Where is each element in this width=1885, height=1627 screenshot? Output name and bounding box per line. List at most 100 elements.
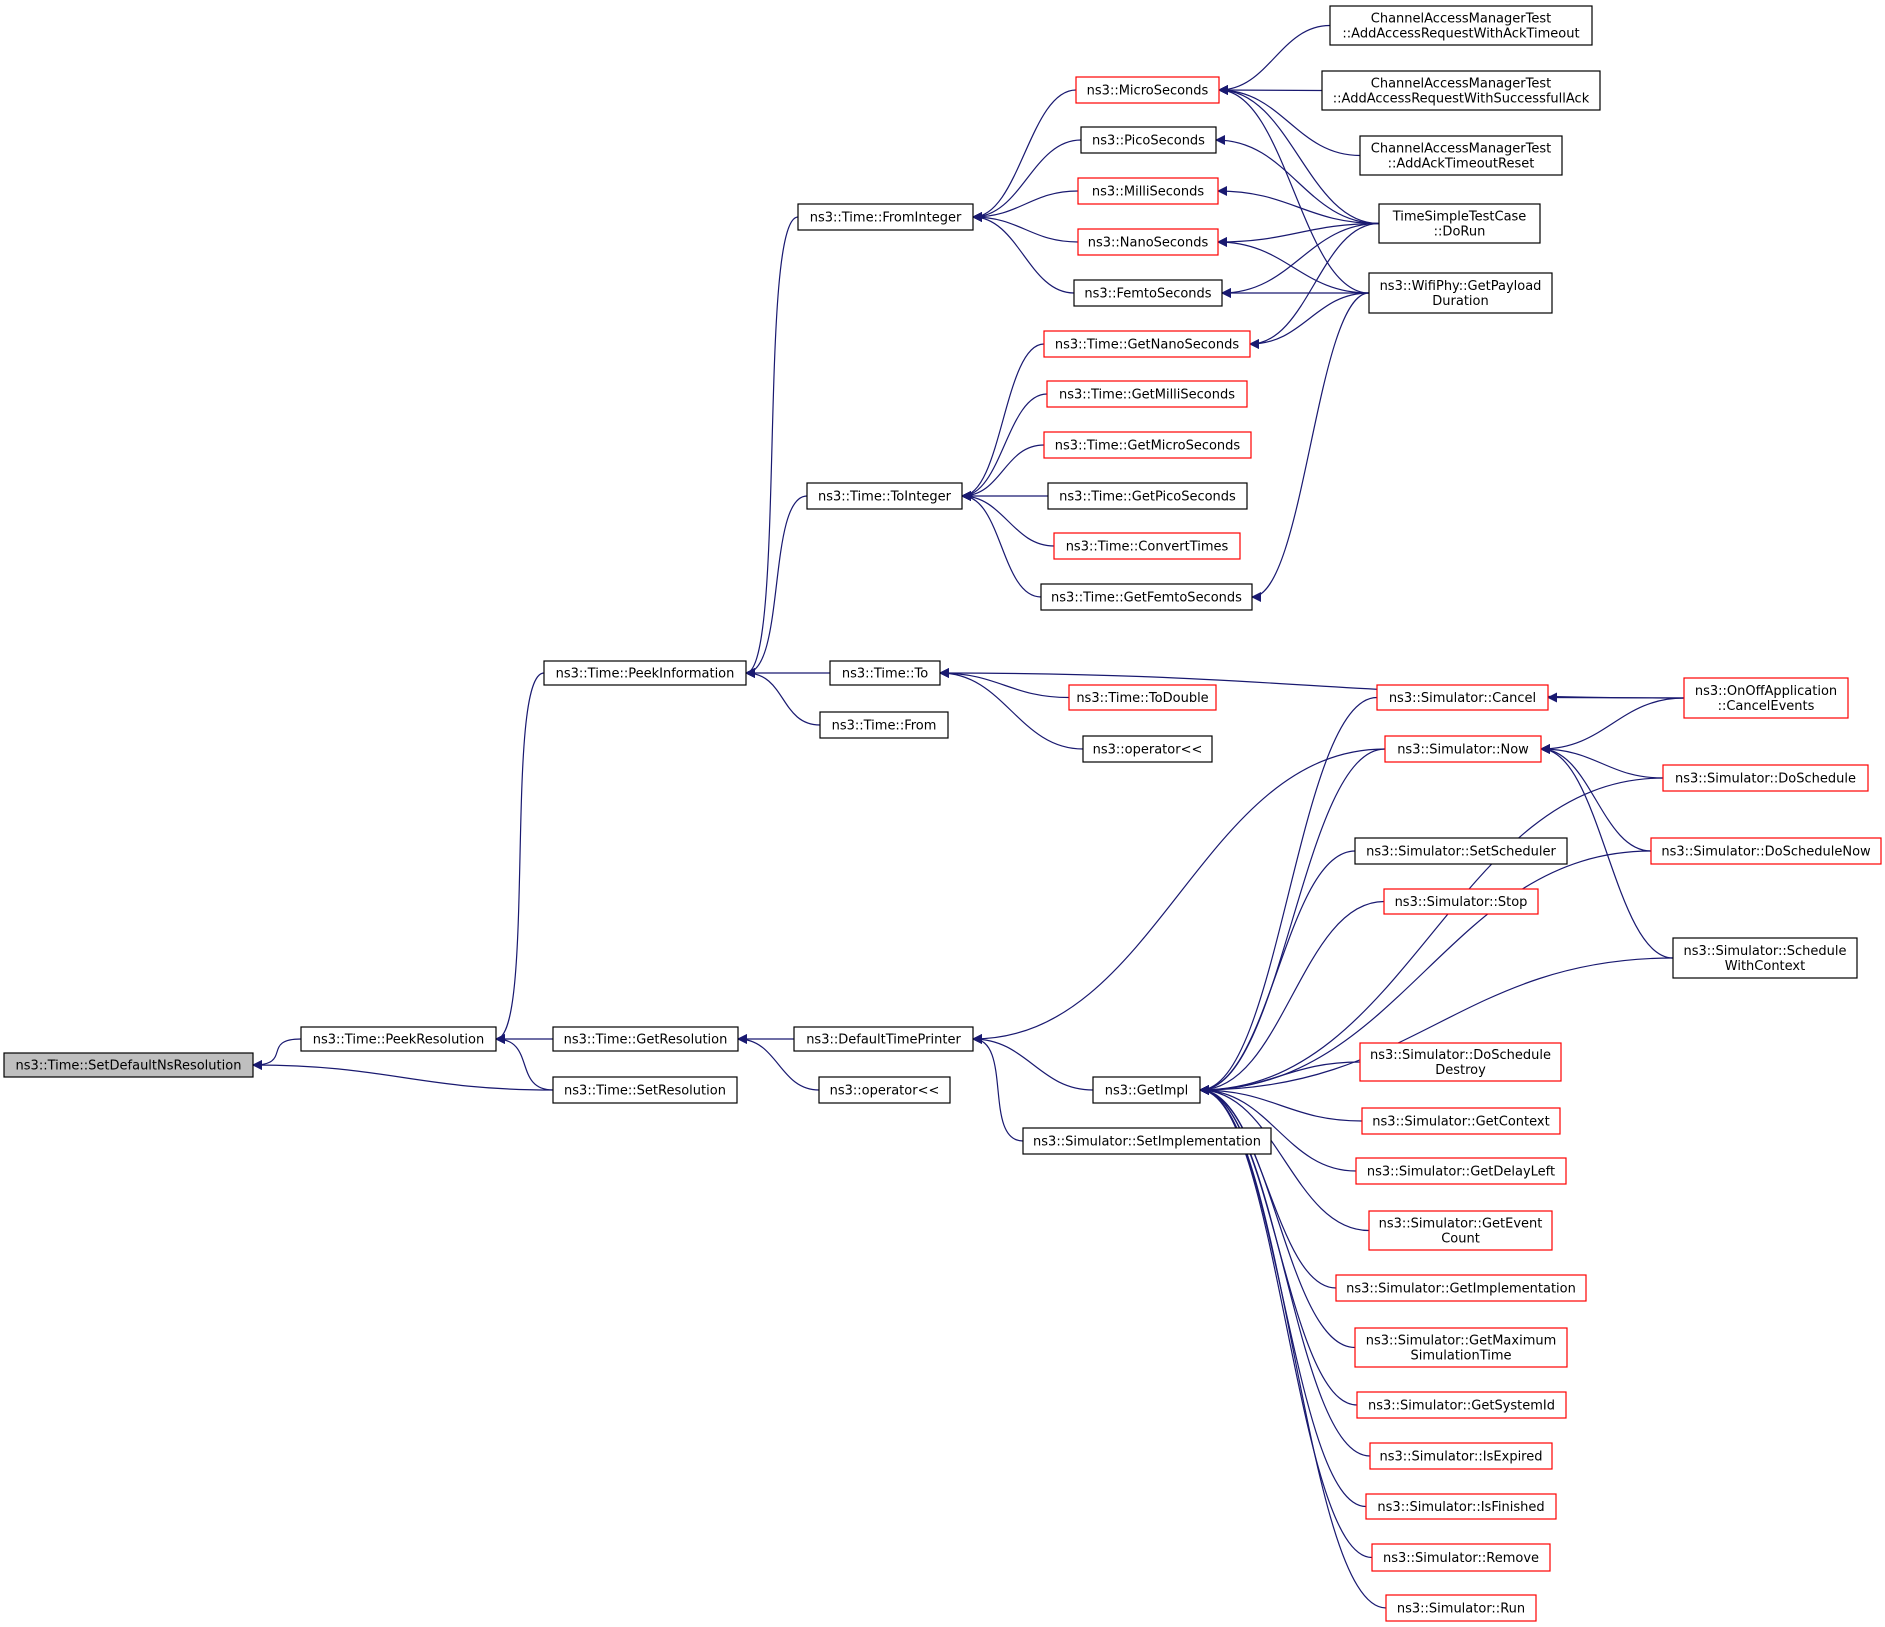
node-getimpl[interactable]: ns3::GetImpl [1092,1076,1201,1104]
edge-getimpl-to-doschedule [1199,777,1664,1095]
node-camt3[interactable]: ChannelAccessManagerTest::AddAckTimeoutR… [1359,135,1563,176]
edge-getimpl-to-geteventcount [1199,1085,1370,1232]
node-box [1335,1274,1587,1302]
node-label: ::CancelEvents [1718,699,1815,714]
node-getdelayleft[interactable]: ns3::Simulator::GetDelayLeft [1355,1157,1567,1185]
node-label: ns3::Simulator::SetImplementation [1033,1135,1261,1150]
node-micros[interactable]: ns3::MicroSeconds [1075,76,1220,104]
node-deftp[interactable]: ns3::DefaultTimePrinter [793,1026,974,1052]
node-box [1356,1391,1567,1419]
node-millis[interactable]: ns3::MilliSeconds [1077,177,1219,205]
node-getres[interactable]: ns3::Time::GetResolution [552,1026,739,1052]
node-todouble[interactable]: ns3::Time::ToDouble [1068,684,1217,711]
node-setscheduler[interactable]: ns3::Simulator::SetScheduler [1354,837,1568,865]
node-getnanos[interactable]: ns3::Time::GetNanoSeconds [1043,330,1251,358]
node-label: ns3::Simulator::GetContext [1372,1115,1549,1130]
node-label: ns3::Time::To [842,667,928,682]
node-label: ns3::Simulator::GetSystemId [1368,1399,1555,1414]
edge-fromint-to-femtos [972,212,1075,294]
node-doschedulenow[interactable]: ns3::Simulator::DoScheduleNow [1650,837,1882,865]
node-box [1355,1157,1567,1185]
edge-getimpl-to-setscheduler [1199,850,1356,1095]
node-convtimes[interactable]: ns3::Time::ConvertTimes [1053,532,1241,560]
node-stop[interactable]: ns3::Simulator::Stop [1383,888,1539,915]
node-label: ChannelAccessManagerTest [1371,12,1551,27]
node-box [1068,684,1217,711]
node-box [793,1026,974,1052]
node-label: ns3::WifiPhy::GetPayload [1380,279,1542,294]
edge-deftp-to-setimplementation [972,1034,1024,1142]
node-now[interactable]: ns3::Simulator::Now [1384,735,1542,763]
node-getmicros[interactable]: ns3::Time::GetMicroSeconds [1043,431,1252,459]
node-peekinfo[interactable]: ns3::Time::PeekInformation [543,660,747,686]
node-label: ns3::Time::GetMicroSeconds [1055,439,1241,454]
node-getcontext[interactable]: ns3::Simulator::GetContext [1361,1107,1561,1135]
node-onoff[interactable]: ns3::OnOffApplication::CancelEvents [1683,677,1849,719]
node-getsystemid[interactable]: ns3::Simulator::GetSystemId [1356,1391,1567,1419]
node-run[interactable]: ns3::Simulator::Run [1385,1594,1537,1622]
node-getpicos[interactable]: ns3::Time::GetPicoSeconds [1047,482,1248,510]
node-camt2[interactable]: ChannelAccessManagerTest::AddAccessReque… [1321,70,1601,111]
node-label: ns3::OnOffApplication [1695,684,1837,699]
edge-to-to-onoff [939,668,1685,699]
node-box [1672,937,1858,979]
edge-toint-to-getmillis [961,393,1048,501]
node-label: SimulationTime [1410,1349,1511,1364]
node-getimplementation[interactable]: ns3::Simulator::GetImplementation [1335,1274,1587,1302]
node-doschedule[interactable]: ns3::Simulator::DoSchedule [1662,764,1869,792]
node-picos[interactable]: ns3::PicoSeconds [1080,126,1217,154]
edge-getimpl-to-getcontext [1199,1085,1363,1122]
edge-deftp-to-now [972,748,1386,1044]
node-setimplementation[interactable]: ns3::Simulator::SetImplementation [1022,1127,1272,1155]
node-toint[interactable]: ns3::Time::ToInteger [806,482,963,510]
node-tstc[interactable]: TimeSimpleTestCase::DoRun [1378,203,1541,244]
edge-deftp-to-getimpl [972,1034,1094,1091]
node-box [543,660,747,686]
node-setdefault[interactable]: ns3::Time::SetDefaultNsResolution [3,1052,254,1078]
node-isexpired[interactable]: ns3::Simulator::IsExpired [1369,1442,1553,1470]
node-label: ns3::PicoSeconds [1092,134,1205,149]
edge-peekres-to-peekinfo [495,672,545,1044]
edge-getimpl-to-cancel [1199,696,1378,1095]
node-label: ns3::NanoSeconds [1088,236,1209,251]
node-box [1046,380,1248,408]
node-to[interactable]: ns3::Time::To [829,660,941,686]
node-box [1077,228,1219,256]
node-oplt2[interactable]: ns3::operator<< [1082,735,1213,763]
node-camt1[interactable]: ChannelAccessManagerTest::AddAccessReque… [1329,5,1593,46]
node-isfinished[interactable]: ns3::Simulator::IsFinished [1365,1493,1557,1520]
node-box [1359,135,1563,176]
node-remove[interactable]: ns3::Simulator::Remove [1371,1543,1551,1572]
node-setres[interactable]: ns3::Time::SetResolution [552,1076,738,1104]
node-label: ChannelAccessManagerTest [1371,142,1551,157]
node-label: ns3::operator<< [1093,743,1203,758]
node-label: ns3::Simulator::GetDelayLeft [1367,1165,1555,1180]
edge-getnanos-to-tstc [1249,222,1380,349]
node-nanos[interactable]: ns3::NanoSeconds [1077,228,1219,256]
node-box [1329,5,1593,46]
node-label: ns3::Simulator::Stop [1395,895,1528,910]
node-label: ns3::Time::GetPicoSeconds [1059,490,1236,505]
node-oplt1[interactable]: ns3::operator<< [818,1076,951,1104]
node-label: ns3::Time::ToInteger [818,490,952,505]
node-from[interactable]: ns3::Time::From [819,711,949,739]
node-getfemtos[interactable]: ns3::Time::GetFemtoSeconds [1040,583,1253,611]
node-label: ns3::Time::SetResolution [564,1084,726,1099]
node-fromint[interactable]: ns3::Time::FromInteger [797,203,974,231]
node-box [806,482,963,510]
node-label: ns3::Simulator::DoSchedule [1675,772,1856,787]
node-label: ns3::Time::PeekInformation [556,667,735,682]
node-box [552,1076,738,1104]
node-getmillis[interactable]: ns3::Time::GetMilliSeconds [1046,380,1248,408]
node-box [1365,1493,1557,1520]
node-cancel[interactable]: ns3::Simulator::Cancel [1376,684,1549,711]
edge-micros-to-wifiphy [1218,85,1370,294]
node-femtos[interactable]: ns3::FemtoSeconds [1073,279,1223,307]
node-peekres[interactable]: ns3::Time::PeekResolution [300,1026,497,1052]
